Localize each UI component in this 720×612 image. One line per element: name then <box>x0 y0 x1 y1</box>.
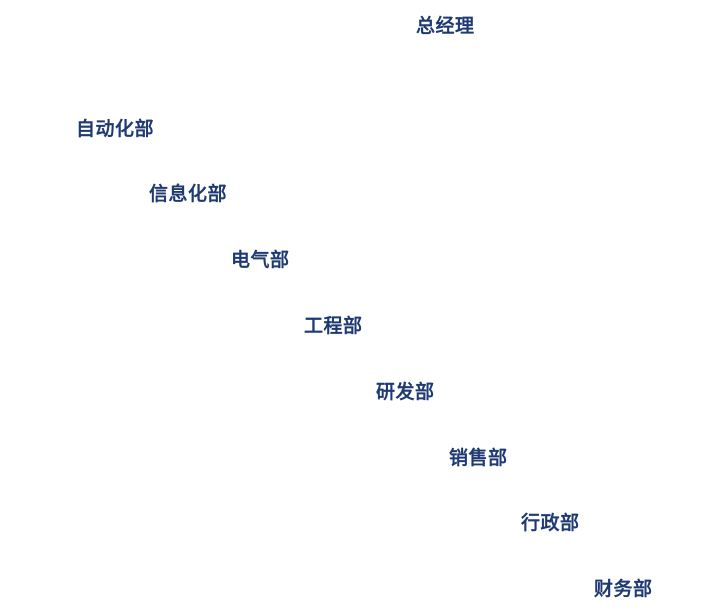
org-node-electrical-dept: 电气部 <box>231 249 290 271</box>
org-node-admin-dept: 行政部 <box>521 512 580 534</box>
org-node-general-manager: 总经理 <box>416 15 475 37</box>
org-node-it-dept: 信息化部 <box>149 183 228 205</box>
org-node-finance-dept: 财务部 <box>594 578 653 600</box>
org-node-sales-dept: 销售部 <box>449 447 508 469</box>
org-node-automation-dept: 自动化部 <box>76 118 155 140</box>
org-node-rd-dept: 研发部 <box>376 381 435 403</box>
org-node-engineering-dept: 工程部 <box>304 315 363 337</box>
